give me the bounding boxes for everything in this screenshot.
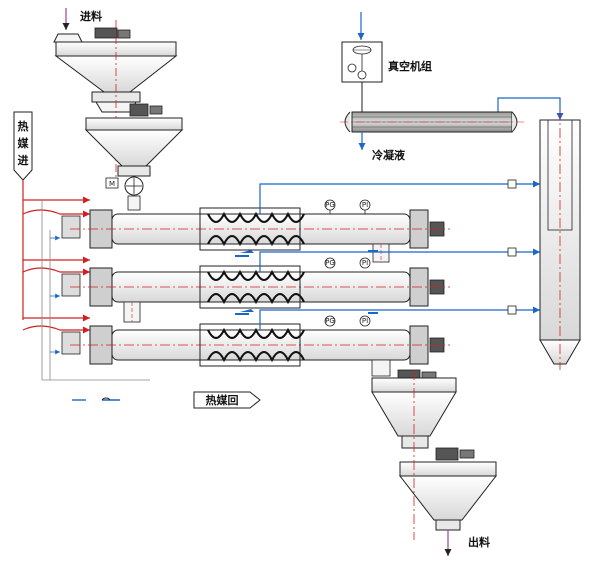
condensate-label: 冷凝液	[372, 148, 406, 162]
dryer-2: PG PI	[61, 257, 450, 309]
intermediate-hopper	[84, 103, 184, 177]
heat-medium-in-char-3: 进	[18, 153, 29, 167]
vapor-valves	[507, 179, 517, 315]
heat-medium-supply-lines	[22, 180, 90, 334]
dryer-3-gauge-pg: PG	[325, 317, 335, 325]
motor-label: M	[109, 180, 115, 188]
dryer-2-gauge-pi: PI	[362, 259, 368, 267]
dryer-1-gauge-pi: PI	[362, 201, 368, 209]
vapor-lines	[259, 97, 564, 330]
condenser	[340, 111, 525, 133]
rotary-valve: M	[105, 176, 144, 211]
dryer-1-to-2-chute	[372, 243, 390, 263]
heat-medium-return-lines	[41, 200, 150, 381]
discharge-label: 出料	[468, 535, 490, 549]
dryer-1-gauge-pg: PG	[325, 201, 335, 209]
dryer-1: PG PI	[61, 199, 450, 251]
dryer-2-gauge-pg: PG	[325, 259, 335, 267]
heat-medium-in-tag: 热 媒 进	[13, 111, 33, 181]
blue-flow-arrows	[235, 250, 378, 315]
discharge-hopper-2	[398, 370, 498, 556]
heat-medium-return-label: 热媒回	[206, 393, 239, 407]
dryer-3: PG PI	[61, 315, 450, 367]
vapor-separator-column	[539, 110, 581, 370]
dryer-3-gauge-pi: PI	[362, 317, 368, 325]
vacuum-unit-label: 真空机组	[388, 59, 432, 73]
heat-medium-return-tag: 热媒回	[72, 391, 261, 409]
dryer-2-to-3-chute	[123, 301, 141, 323]
heat-medium-in-char-1: 热	[18, 119, 29, 133]
feed-in-label: 进料	[80, 9, 102, 23]
heat-medium-in-char-2: 媒	[17, 136, 30, 150]
vacuum-unit: 真空机组 冷凝液	[341, 12, 432, 162]
feed-hopper	[53, 8, 178, 180]
